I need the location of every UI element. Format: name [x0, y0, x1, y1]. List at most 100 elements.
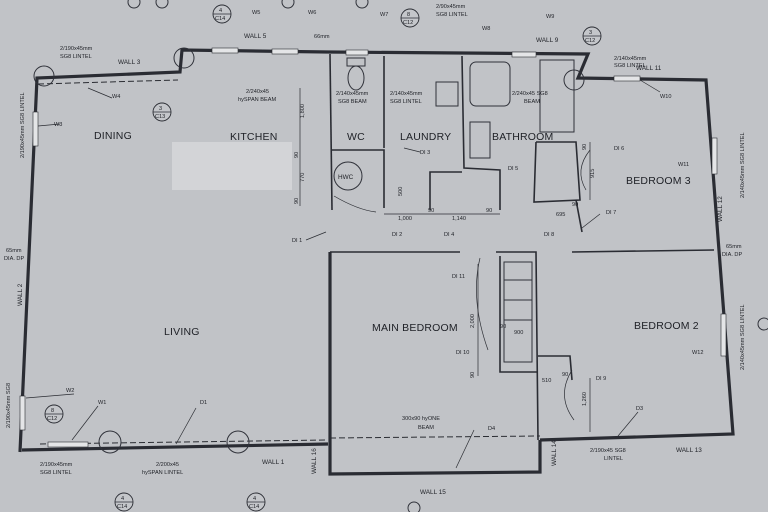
- dim-1000: 1,000: [398, 216, 412, 222]
- dim-900: 900: [514, 330, 523, 336]
- section-mark-a4: 8 C12: [44, 404, 64, 424]
- lintel-notes: 2/190x45mm SG8 LINTEL 2/190x45mm SG8 LIN…: [6, 4, 746, 476]
- wall-label-14: WALL 14: [551, 440, 558, 466]
- room-bedroom2: BEDROOM 2: [634, 320, 699, 332]
- dim-90a: 90: [294, 152, 300, 158]
- lintel-s-2: SG8 LINTEL: [40, 470, 72, 476]
- downpipe-s1: [98, 430, 122, 454]
- room-hwc: HWC: [338, 174, 354, 181]
- wall-main-bedroom-south: [328, 252, 542, 476]
- svg-text:C12: C12: [403, 20, 413, 26]
- wall-label-5: WALL 5: [244, 33, 267, 40]
- wall-south: [21, 442, 329, 452]
- svg-text:3: 3: [159, 106, 162, 112]
- edge-marker-top-3: [281, 0, 295, 9]
- tag-w8: W8: [482, 26, 490, 32]
- svg-text:3: 3: [589, 30, 592, 36]
- tag-w12: W12: [692, 350, 704, 356]
- section-mark-a2: 8 C12: [400, 8, 420, 28]
- tag-w11: W11: [678, 162, 689, 168]
- beam-main-2: BEAM: [418, 425, 434, 431]
- svg-text:C12: C12: [585, 38, 595, 44]
- lintel-nw-1: 2/190x45mm: [60, 46, 93, 52]
- wall-label-9: WALL 9: [536, 37, 559, 44]
- section-mark-a7: 3 C12: [582, 26, 602, 46]
- edge-marker-bottom-1: [407, 501, 421, 512]
- beam-main: [329, 435, 541, 439]
- window-w11: [711, 137, 718, 175]
- tag-w1: W1: [98, 400, 106, 406]
- tag-di3: DI 3: [420, 150, 430, 156]
- lintel-w-vert: 2/190x45mm SG8 LINTEL: [20, 92, 26, 158]
- wall-wardrobe: [496, 251, 539, 441]
- svg-text:4: 4: [219, 8, 222, 14]
- tag-w10: W10: [660, 94, 672, 100]
- edge-marker-top-4: [355, 0, 369, 9]
- dp-right-2: DIA. DP: [722, 252, 742, 258]
- dim-2000: 2,000: [470, 314, 476, 328]
- wall-label-13: WALL 13: [676, 447, 702, 454]
- wall-label-2: WALL 2: [17, 283, 24, 306]
- dim-90c: 90: [428, 208, 434, 214]
- tag-w2: W2: [66, 388, 74, 394]
- dim-90d: 90: [486, 208, 492, 214]
- svg-text:4: 4: [253, 496, 256, 502]
- wardrobe-rail: [503, 261, 533, 363]
- tag-w9: W9: [546, 14, 554, 20]
- edge-marker-top-1: [127, 0, 141, 9]
- wall-thickness-66: 66mm: [314, 34, 330, 40]
- leader-9: [639, 79, 661, 93]
- tag-di6: DI 6: [614, 146, 624, 152]
- window-w7: [345, 49, 369, 56]
- window-w6: [271, 48, 299, 55]
- dim-90b: 90: [294, 198, 300, 204]
- lintel-kitchen-beam-2: hySPAN BEAM: [238, 97, 276, 103]
- window-w9: [511, 51, 537, 58]
- window-openings: [19, 47, 727, 448]
- tag-w5: W5: [252, 10, 260, 16]
- leader-6: [455, 429, 475, 469]
- tag-di1: DI 1: [292, 238, 302, 244]
- dim-770: 770: [300, 173, 306, 182]
- room-bathroom: BATHROOM: [492, 131, 554, 143]
- lintel-nw-2: SG8 LINTEL: [60, 54, 92, 60]
- tag-di8: DI 8: [544, 232, 554, 238]
- wall-labels: WALL 1 WALL 2 WALL 3 WALL 5 WALL 9 WALL …: [17, 33, 724, 496]
- wall-label-3: WALL 3: [118, 59, 141, 66]
- leader-7: [305, 231, 327, 241]
- beam-wall3: [37, 79, 179, 85]
- wall-hwc: [332, 149, 385, 208]
- leader-8: [581, 213, 601, 229]
- wall-wc-west: [329, 53, 333, 211]
- dim-90f: 90: [582, 144, 588, 150]
- tag-di7: DI 7: [606, 210, 616, 216]
- window-w10: [613, 75, 641, 82]
- wall-laundry-east: [461, 55, 501, 210]
- tag-w6: W6: [308, 10, 316, 16]
- dp-left-2: DIA. DP: [4, 256, 24, 262]
- window-w5: [211, 47, 239, 54]
- beam-main-1: 300x90 hyONE: [402, 416, 440, 422]
- dp-right-1: 65mm: [726, 244, 742, 250]
- section-markers: 4 C14 8 C12 3 C13 8 C12 4 C14: [44, 4, 602, 512]
- shower: [539, 59, 575, 133]
- bath-tub: [469, 61, 511, 107]
- svg-text:4: 4: [121, 496, 124, 502]
- leader-10: [617, 411, 639, 437]
- wall-ensuite: [499, 256, 538, 373]
- dim-500: 500: [398, 187, 404, 196]
- section-mark-a5: 4 C14: [114, 492, 134, 512]
- wall-bath-lower: [533, 141, 581, 203]
- lintel-ne-1: 2/140x45mm: [614, 56, 647, 62]
- section-mark-a6: 4 C14: [246, 492, 266, 512]
- downpipe-s2: [226, 430, 250, 454]
- lintel-se-2: LINTEL: [604, 456, 623, 462]
- window-w12: [720, 313, 727, 357]
- room-living: LIVING: [164, 326, 200, 338]
- door-swing-bed3: [580, 149, 591, 191]
- svg-text:C14: C14: [215, 16, 225, 22]
- tag-d4: D4: [488, 426, 495, 432]
- tag-di11: DI 11: [452, 274, 465, 280]
- tag-di2: DI 2: [392, 232, 402, 238]
